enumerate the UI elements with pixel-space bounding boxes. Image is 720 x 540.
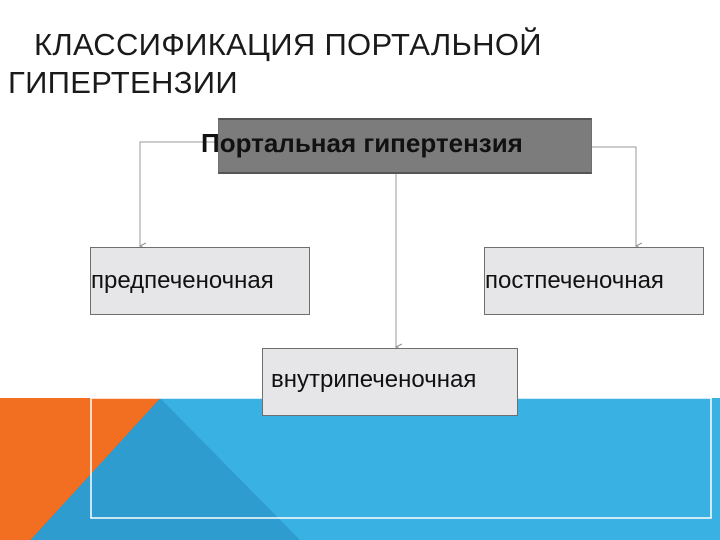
blue-dark-triangle xyxy=(30,398,300,540)
node-prehepatic-label: предпеченочная xyxy=(91,267,274,294)
title-line-2: ГИПЕРТЕНЗИИ xyxy=(8,65,238,100)
root-node-label: Портальная гипертензия xyxy=(201,128,523,158)
node-posthepatic-label: постпеченочная xyxy=(485,267,664,294)
node-intrahepatic-label: внутрипеченочная xyxy=(271,366,477,393)
root-node: Портальная гипертензия xyxy=(201,118,592,174)
node-prehepatic: предпеченочная xyxy=(90,247,310,315)
title-line-1: КЛАССИФИКАЦИЯ ПОРТАЛЬНОЙ xyxy=(34,27,542,62)
orange-shape xyxy=(0,398,160,540)
slide-title: КЛАССИФИКАЦИЯ ПОРТАЛЬНОЙ ГИПЕРТЕНЗИИ xyxy=(8,26,628,102)
node-posthepatic: постпеченочная xyxy=(484,247,704,315)
node-intrahepatic: внутрипеченочная xyxy=(262,348,518,416)
